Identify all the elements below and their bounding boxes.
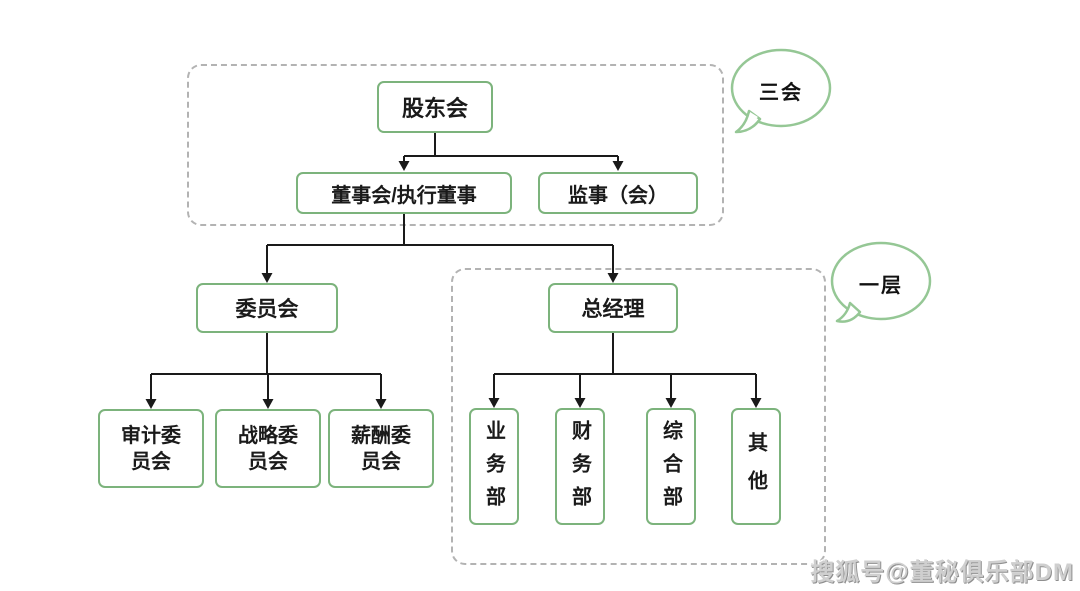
- node-label: 监事（会）: [568, 184, 668, 207]
- node-label: 业务部: [482, 420, 505, 519]
- node-other-department: 其他: [731, 408, 781, 525]
- group-frame-three-meetings: [187, 64, 724, 226]
- node-label: 审计委员会: [121, 424, 181, 473]
- node-board-of-directors: 董事会/执行董事: [296, 172, 512, 214]
- node-compensation-committee: 薪酬委员会: [328, 409, 434, 488]
- node-label: 财务部: [568, 420, 591, 519]
- node-label: 综合部: [659, 420, 682, 519]
- callout-bubble-first-layer: [830, 241, 932, 323]
- node-business-department: 业务部: [469, 408, 519, 525]
- arrowheads: [145, 161, 762, 409]
- callout-bubble-three-meetings: [730, 48, 832, 134]
- callout-label-three-meetings: 三会: [759, 82, 803, 104]
- node-label: 薪酬委员会: [351, 424, 411, 473]
- group-frame-first-layer: [451, 268, 826, 565]
- watermark-text: 搜狐号@董秘俱乐部DM: [810, 559, 1074, 586]
- node-general-affairs-department: 综合部: [646, 408, 696, 525]
- node-label: 总经理: [581, 298, 645, 321]
- node-label: 委员会: [235, 298, 299, 321]
- node-strategy-committee: 战略委员会: [215, 409, 321, 488]
- node-label: 董事会/执行董事: [331, 184, 477, 207]
- node-label: 股东会: [401, 96, 468, 121]
- node-shareholders-meeting: 股东会: [377, 81, 493, 133]
- node-label: 战略委员会: [238, 424, 298, 473]
- node-general-manager: 总经理: [548, 283, 678, 333]
- node-label: 其他: [744, 431, 767, 508]
- node-committee: 委员会: [196, 283, 338, 333]
- node-finance-department: 财务部: [555, 408, 605, 525]
- node-supervisors: 监事（会）: [538, 172, 698, 214]
- callout-label-first-layer: 一层: [859, 275, 903, 297]
- node-audit-committee: 审计委员会: [98, 409, 204, 488]
